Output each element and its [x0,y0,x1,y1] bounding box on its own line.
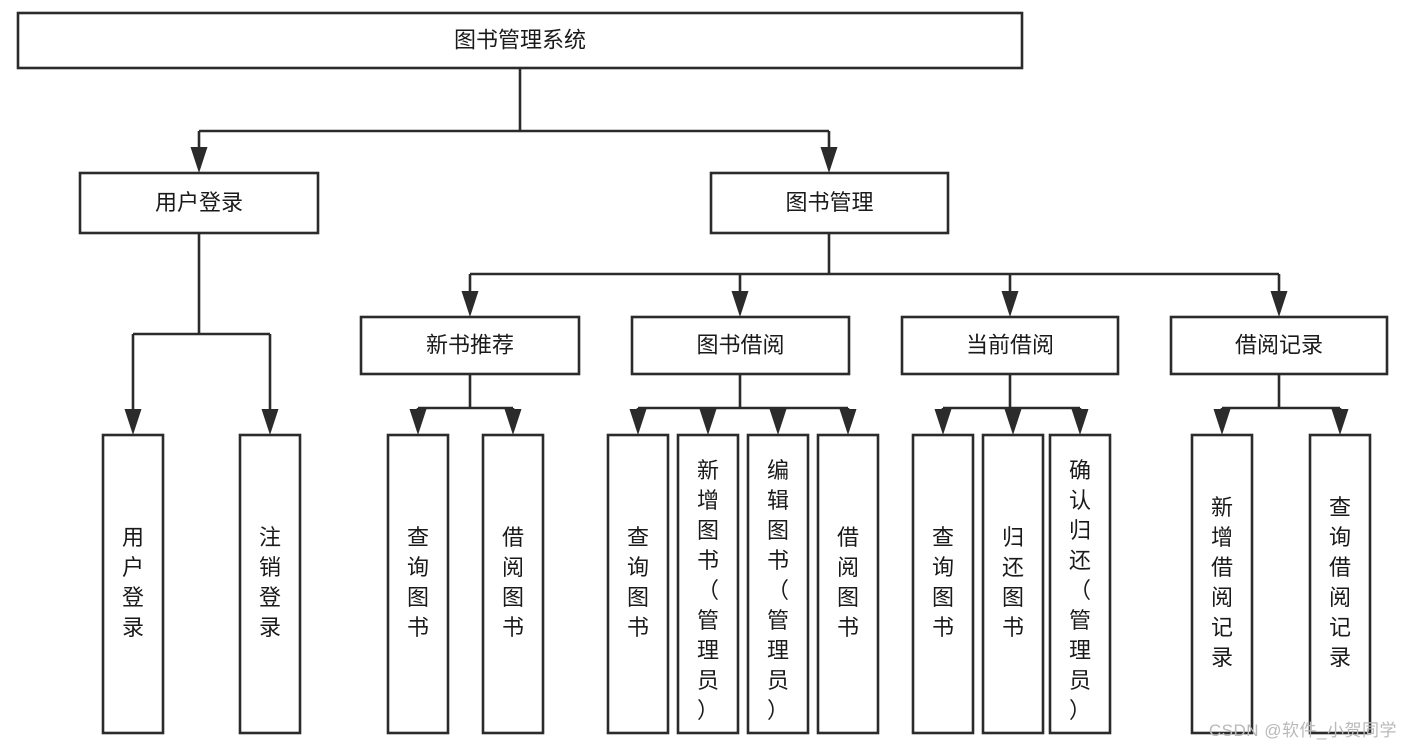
arrow-head-icon [461,291,479,317]
node-leaf-return-book[interactable]: 归还图书 [981,433,1045,735]
node-leaf-edit-book[interactable]: 编辑图书（管理员） [746,433,810,735]
connector-from-user-login [124,233,279,435]
node-label: 查询图书 [932,525,954,640]
node-box-shape [606,433,670,735]
node-book-manage[interactable]: 图书管理 [709,171,950,235]
node-leaf-query-book-rec[interactable]: 查询图书 [386,433,450,735]
node-label: 图书管理 [785,190,873,215]
node-label: 图书管理系统 [454,27,586,52]
node-root[interactable]: 图书管理系统 [16,11,1024,70]
node-label: 编辑图书（管理员） [767,458,789,723]
node-box-shape [981,433,1045,735]
node-leaf-user-logout[interactable]: 注销登录 [238,433,302,735]
node-box-shape [481,433,545,735]
node-label: 新书推荐 [426,332,514,357]
node-label: 查询借阅记录 [1329,495,1351,670]
node-label: 查询图书 [407,525,429,640]
node-book-borrow[interactable]: 图书借阅 [630,315,851,376]
arrow-head-icon [190,147,208,173]
node-label: 确认归还（管理员） [1069,458,1091,723]
node-label: 新增借阅记录 [1211,495,1233,670]
node-box-shape [676,433,740,735]
node-label: 新增图书（管理员） [697,458,719,723]
arrow-head-icon [1331,409,1349,435]
node-box-shape [1169,315,1389,376]
arrow-head-icon [699,409,717,435]
node-boxes-group: 图书管理系统用户登录图书管理新书推荐图书借阅当前借阅借阅记录用户登录注销登录查询… [16,11,1389,735]
arrow-head-icon [820,147,838,173]
node-label: 查询图书 [627,525,649,640]
node-label: 借阅记录 [1235,332,1323,357]
arrow-head-icon [839,409,857,435]
connector-from-book-manage [461,233,1288,317]
node-box-shape [746,433,810,735]
node-box-shape [709,171,950,235]
arrow-head-icon [629,409,647,435]
node-box-shape [1190,433,1254,735]
node-borrow-record[interactable]: 借阅记录 [1169,315,1389,376]
node-box-shape [1308,433,1372,735]
node-leaf-borrow-book-rec[interactable]: 借阅图书 [481,433,545,735]
arrow-head-icon [124,409,142,435]
node-box-shape [359,315,581,376]
arrow-head-icon [1071,409,1089,435]
node-label: 注销登录 [259,525,281,640]
arrow-head-icon [261,409,279,435]
node-box-shape [16,11,1024,70]
node-leaf-user-login[interactable]: 用户登录 [101,433,165,735]
arrow-head-icon [1213,409,1231,435]
arrow-head-icon [1270,291,1288,317]
arrow-head-icon [934,409,952,435]
connector-lines-group [124,68,1349,435]
connector-from-root [190,68,838,173]
node-box-shape [386,433,450,735]
node-box-shape [630,315,851,376]
arrow-head-icon [1004,409,1022,435]
arrow-head-icon [731,291,749,317]
node-label: 归还图书 [1002,525,1024,640]
node-label: 借阅图书 [837,525,859,640]
connector-from-book-borrow [629,374,857,435]
node-new-book-rec[interactable]: 新书推荐 [359,315,581,376]
node-box-shape [911,433,975,735]
node-box-shape [900,315,1120,376]
connector-from-current-borrow [934,374,1089,435]
arrow-head-icon [504,409,522,435]
node-current-borrow[interactable]: 当前借阅 [900,315,1120,376]
node-label: 借阅图书 [502,525,524,640]
node-box-shape [101,433,165,735]
node-leaf-confirm-return[interactable]: 确认归还（管理员） [1048,433,1112,735]
node-box-shape [1048,433,1112,735]
connector-from-new-book-rec [409,374,522,435]
node-leaf-query-book[interactable]: 查询图书 [606,433,670,735]
node-leaf-query-book-cur[interactable]: 查询图书 [911,433,975,735]
node-leaf-add-book[interactable]: 新增图书（管理员） [676,433,740,735]
connector-from-borrow-record [1213,374,1349,435]
node-label: 用户登录 [155,190,243,215]
node-box-shape [238,433,302,735]
node-leaf-query-record[interactable]: 查询借阅记录 [1308,433,1372,735]
node-leaf-add-record[interactable]: 新增借阅记录 [1190,433,1254,735]
node-leaf-borrow-book[interactable]: 借阅图书 [816,433,880,735]
node-label: 图书借阅 [696,332,784,357]
arrow-head-icon [1001,291,1019,317]
arrow-head-icon [769,409,787,435]
node-box-shape [78,171,320,235]
node-user-login[interactable]: 用户登录 [78,171,320,235]
node-label: 用户登录 [122,525,144,640]
node-box-shape [816,433,880,735]
arrow-head-icon [409,409,427,435]
node-label: 当前借阅 [966,332,1054,357]
